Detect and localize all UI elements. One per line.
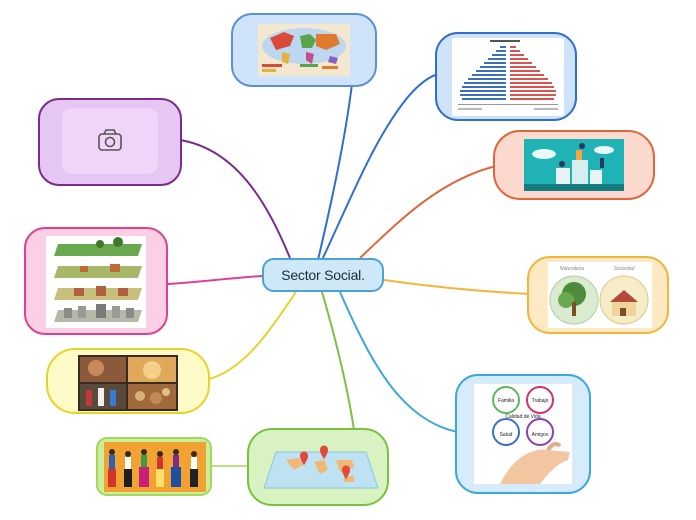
culture-collage-image xyxy=(78,355,178,411)
connector-landscape-evolution xyxy=(167,275,263,285)
connector-quality-of-life xyxy=(339,291,459,433)
connector-map-pins xyxy=(321,291,355,431)
node-camera-placeholder[interactable] xyxy=(38,98,182,186)
connector-world-map xyxy=(317,83,353,261)
nature-society-image: Naturaleza Sociedad xyxy=(548,262,652,328)
population-pyramid-chart-image xyxy=(452,38,564,116)
folk-dancers-image xyxy=(104,442,206,492)
node-world-map[interactable] xyxy=(231,13,377,87)
city-illustration-image xyxy=(524,139,624,191)
landscape-evolution-image xyxy=(46,236,146,328)
world-political-map-image xyxy=(258,24,350,76)
caption-naturaleza: Naturaleza xyxy=(560,266,584,272)
connector-city-illustration xyxy=(359,165,497,259)
node-landscape-evolution[interactable] xyxy=(24,227,168,335)
node-city-illustration[interactable] xyxy=(493,130,655,200)
central-topic[interactable]: Sector Social. xyxy=(262,258,384,292)
node-quality-of-life[interactable]: Familia Trabajo Calidad de Vida Salud Am… xyxy=(455,374,591,494)
label-salud: Salud xyxy=(500,432,513,438)
connector-culture-collage xyxy=(205,291,297,381)
quality-of-life-diagram-image: Familia Trabajo Calidad de Vida Salud Am… xyxy=(474,384,572,484)
label-calidad-de-vida: Calidad de Vida xyxy=(505,414,540,420)
node-map-pins[interactable] xyxy=(247,428,389,506)
caption-sociedad: Sociedad xyxy=(614,266,635,272)
connector-nature-society xyxy=(383,279,531,295)
node-population-pyramid[interactable] xyxy=(435,32,577,121)
label-trabajo: Trabajo xyxy=(532,398,549,404)
connector-population-pyramid xyxy=(321,73,439,261)
node-nature-society[interactable]: Naturaleza Sociedad xyxy=(527,256,669,334)
map-pins-image xyxy=(263,445,379,489)
central-topic-label: Sector Social. xyxy=(281,267,365,283)
node-folk-dancers[interactable] xyxy=(96,437,212,496)
camera-icon xyxy=(98,129,122,151)
node-culture-collage[interactable] xyxy=(46,348,210,414)
label-amigos: Amigos xyxy=(532,432,549,438)
connector-camera-placeholder xyxy=(179,139,291,259)
label-familia: Familia xyxy=(498,398,514,404)
